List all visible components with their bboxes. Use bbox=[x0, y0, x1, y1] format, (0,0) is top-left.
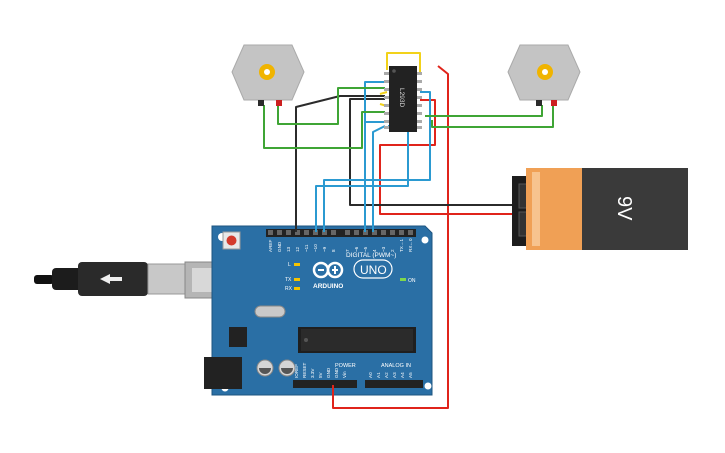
battery-label: 9V bbox=[613, 196, 635, 221]
digital-pin-label: ~5 bbox=[363, 246, 368, 252]
power-pin-label: 3.3V bbox=[310, 368, 315, 378]
dc-motor-right[interactable] bbox=[507, 44, 581, 106]
mounting-hole bbox=[424, 382, 432, 390]
digital-pin-label: ~9 bbox=[322, 246, 327, 252]
wire-green-right-motor-a[interactable] bbox=[425, 105, 543, 117]
board-brand-label: ARDUINO bbox=[313, 283, 343, 290]
arduino-logo bbox=[312, 261, 344, 279]
wire-green-left-motor-b[interactable] bbox=[277, 87, 385, 125]
wire-blue-upper[interactable] bbox=[364, 81, 385, 232]
wire-blue-pin6[interactable] bbox=[364, 121, 388, 232]
rx-led bbox=[294, 287, 300, 290]
analog-pin-label: A1 bbox=[376, 372, 381, 378]
tx-led-label: TX bbox=[285, 277, 292, 283]
battery-9v[interactable]: 9V bbox=[512, 168, 688, 250]
wire-black-battery[interactable] bbox=[349, 98, 512, 206]
capacitor bbox=[256, 359, 274, 377]
analog-header bbox=[365, 380, 423, 388]
atmega-chip bbox=[298, 327, 416, 353]
digital-header-label: DIGITAL (PWM~) bbox=[346, 252, 396, 259]
rx-led-label: RX bbox=[285, 286, 293, 292]
analog-pin-label: A2 bbox=[384, 372, 389, 378]
power-pin-label: 5V bbox=[318, 371, 323, 378]
power-pin-label: RESET bbox=[302, 362, 307, 378]
wire-green-right-motor-b[interactable] bbox=[431, 105, 554, 128]
power-jack[interactable] bbox=[204, 357, 242, 389]
digital-pin-label: 12 bbox=[295, 246, 300, 252]
analog-pin-label: A5 bbox=[408, 372, 413, 378]
digital-pin-label: ~3 bbox=[381, 246, 386, 252]
analog-pin-label: A4 bbox=[400, 372, 405, 378]
analog-pin-label: A0 bbox=[368, 372, 373, 378]
power-header-label: POWER bbox=[335, 363, 356, 369]
power-pin-label: GND bbox=[326, 367, 331, 378]
l293d-label: L293D bbox=[398, 88, 405, 107]
wire-black-gnd[interactable] bbox=[295, 95, 385, 232]
digital-pin-label: ~11 bbox=[304, 244, 309, 252]
mounting-hole bbox=[421, 236, 429, 244]
wire-green-left-motor-a[interactable] bbox=[263, 105, 385, 149]
analog-pin-label: A3 bbox=[392, 372, 397, 378]
digital-pin-label: ~6 bbox=[354, 246, 359, 252]
power-header bbox=[293, 380, 357, 388]
reset-button[interactable] bbox=[222, 231, 241, 250]
tx-led bbox=[294, 278, 300, 281]
wire-yellow-loop[interactable] bbox=[386, 52, 421, 72]
digital-pin-label: ~10 bbox=[313, 244, 318, 252]
board-model-label: UNO bbox=[360, 263, 387, 277]
crystal bbox=[254, 305, 286, 318]
power-pin-label: Vin bbox=[342, 371, 347, 378]
digital-pin-label: TX→1 bbox=[399, 239, 404, 252]
digital-pin-label: 13 bbox=[286, 246, 291, 252]
digital-pin-label: 8 bbox=[331, 249, 336, 252]
digital-pin-label: GND bbox=[277, 241, 282, 252]
digital-pin-label: 2 bbox=[390, 249, 395, 252]
power-pin-label: IOREF bbox=[294, 364, 299, 378]
power-pin-label: GND bbox=[334, 367, 339, 378]
wire-blue-pin10[interactable] bbox=[323, 91, 431, 232]
voltage-regulator bbox=[229, 327, 247, 347]
arduino-board[interactable]: DIGITAL (PWM~) UNO ARDUINO L TX RX ON bbox=[204, 225, 433, 396]
l293d-chip[interactable]: L293D bbox=[384, 66, 422, 132]
l-led-label: L bbox=[288, 262, 291, 268]
dc-motor-left[interactable] bbox=[231, 44, 305, 106]
uno-badge bbox=[353, 259, 393, 279]
l-led bbox=[294, 263, 300, 266]
capacitor bbox=[278, 359, 296, 377]
digital-pin-label: RX←0 bbox=[408, 238, 413, 252]
wire-red-5v[interactable] bbox=[332, 65, 449, 409]
on-label: ON bbox=[408, 278, 416, 284]
digital-header bbox=[266, 229, 416, 237]
wire-blue-pin5[interactable] bbox=[372, 125, 386, 232]
digital-pin-label: 7 bbox=[345, 249, 350, 252]
digital-pin-label: 4 bbox=[372, 249, 377, 252]
analog-header-label: ANALOG IN bbox=[381, 363, 411, 369]
power-led bbox=[400, 278, 406, 281]
digital-pin-label: AREF bbox=[268, 240, 273, 252]
